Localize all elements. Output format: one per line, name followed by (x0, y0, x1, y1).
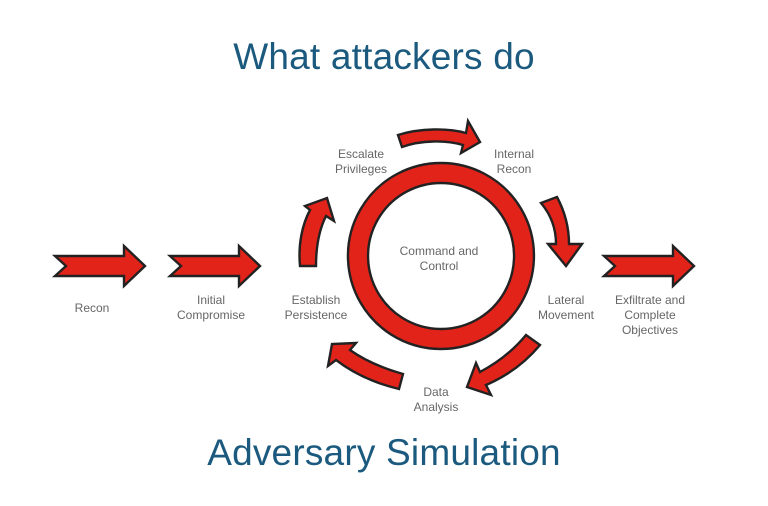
stage-label-lateral-movement: Lateral Movement (538, 293, 594, 323)
stage-label-line1: Initial (196, 293, 226, 307)
stage-label-line2: Recon (496, 162, 532, 176)
stage-label-initial-compromise: Initial Compromise (177, 293, 245, 323)
exfiltrate-arrow-icon (600, 243, 696, 289)
escalate-to-internal-recon-arrow-icon (396, 117, 482, 156)
command-and-control-label: Command and Control (400, 244, 479, 274)
recon-arrow-icon (51, 243, 147, 289)
center-label-line2: Control (419, 259, 459, 273)
stage-label-line1: Internal (493, 147, 535, 161)
stage-label-escalate-privileges: Escalate Privileges (335, 147, 387, 177)
stage-label-line1: Exfiltrate and (614, 293, 686, 307)
diagram-title: What attackers do (233, 36, 535, 77)
stage-label-line2: Movement (537, 308, 595, 322)
stage-label-line1: Establish (291, 293, 341, 307)
command-and-control-ring (346, 161, 536, 351)
diagram-subtitle: Adversary Simulation (207, 432, 561, 473)
stage-label-line2: Analysis (413, 400, 459, 414)
stage-label-line2: Complete (624, 308, 676, 322)
stage-label-line1: Escalate (337, 147, 385, 161)
stage-label-establish-persistence: Establish Persistence (285, 293, 348, 323)
stage-label-line2: Persistence (284, 308, 348, 322)
stage-label-line1: Lateral (547, 293, 585, 307)
initial-compromise-arrow-icon (166, 243, 262, 289)
center-label-line1: Command and (399, 244, 479, 258)
data-analysis-to-persistence-arrow-icon (326, 341, 405, 391)
stage-label-internal-recon: Internal Recon (494, 147, 534, 177)
stage-label-recon: Recon (75, 301, 110, 316)
stage-label-line3: Objectives (621, 323, 679, 337)
stage-label-line1: Recon (74, 301, 110, 315)
persistence-to-escalate-arrow-icon (298, 196, 337, 268)
lateral-to-data-analysis-arrow-icon (465, 333, 542, 398)
stage-label-line2: Privileges (334, 162, 388, 176)
stage-label-line1: Data (423, 385, 449, 399)
stage-label-exfiltrate: Exfiltrate and Complete Objectives (615, 293, 685, 338)
internal-recon-to-lateral-arrow-icon (538, 195, 585, 268)
stage-label-data-analysis: Data Analysis (414, 385, 459, 415)
stage-label-line2: Compromise (176, 308, 246, 322)
